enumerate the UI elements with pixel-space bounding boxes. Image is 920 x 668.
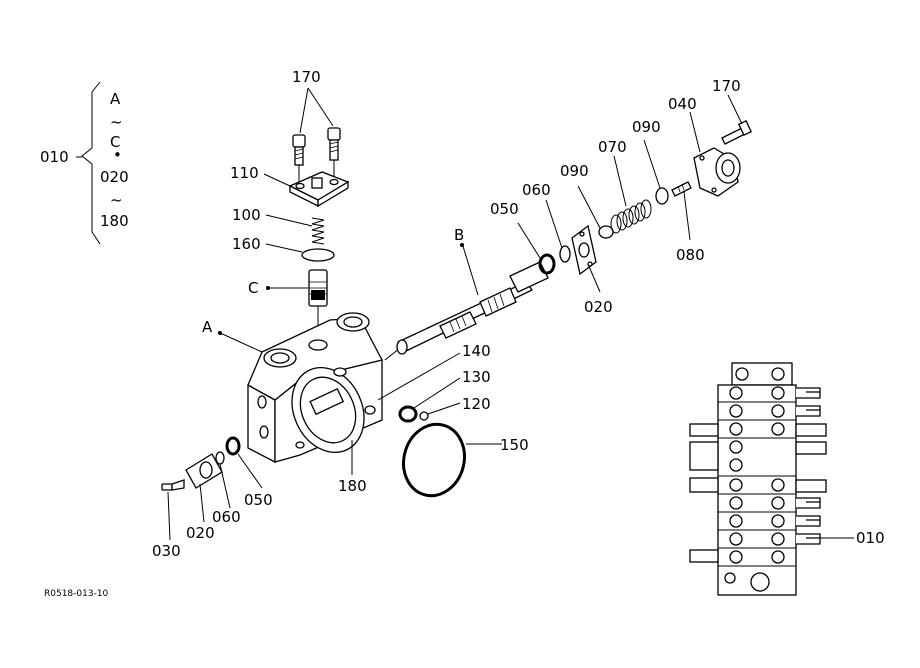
bolt-170-left	[292, 134, 306, 166]
side-seals	[398, 405, 466, 498]
plug-C	[308, 269, 328, 307]
bolt-170-right-end	[721, 120, 753, 145]
legend-line-2: C	[110, 133, 120, 151]
label-140: 140	[462, 342, 491, 360]
label-120: 120	[462, 395, 491, 413]
spring-100	[311, 217, 325, 245]
legend-group: 010 A ~ C • 020 ~ 180	[40, 81, 129, 245]
o-ring-050-left	[225, 436, 241, 456]
label-170-right: 170	[712, 77, 741, 95]
valve-stack-overview	[689, 362, 854, 596]
legend-line-1: A	[110, 90, 121, 108]
label-A: A	[202, 318, 213, 336]
label-090-left: 090	[560, 162, 589, 180]
washer-060-left	[215, 451, 225, 465]
legend-line-3: 020	[100, 168, 129, 186]
legend-tilde-2: ~	[110, 191, 123, 209]
drawing-code: R0518-013-10	[44, 589, 109, 599]
o-ring-150	[402, 422, 466, 498]
label-070: 070	[598, 138, 627, 156]
label-020-left: 020	[186, 524, 215, 542]
label-170-top: 170	[292, 68, 321, 86]
legend-line-4: 180	[100, 212, 129, 230]
o-ring-130	[398, 405, 418, 423]
ball-120	[419, 411, 429, 421]
o-ring-160	[301, 248, 335, 262]
left-seal-parts	[161, 436, 241, 491]
label-030: 030	[152, 542, 181, 560]
cover-plate-110	[288, 171, 350, 208]
label-110: 110	[230, 164, 259, 182]
label-150: 150	[500, 436, 529, 454]
o-ring-050	[538, 253, 556, 275]
spool-B	[384, 242, 549, 361]
bolt-080	[671, 181, 692, 197]
label-050-left: 050	[244, 491, 273, 509]
legend-tilde-1: ~	[110, 113, 123, 131]
label-050-right: 050	[490, 200, 519, 218]
label-100: 100	[232, 206, 261, 224]
label-090-right: 090	[632, 118, 661, 136]
label-060-left: 060	[212, 508, 241, 526]
legend-group-label: 010	[40, 148, 69, 166]
washer-060	[559, 245, 571, 263]
label-040: 040	[668, 95, 697, 113]
spring-070	[610, 199, 652, 234]
bolt-170-right	[327, 127, 341, 161]
part-labels: 170 170 110 100 160 C A B 050 060 090 07…	[152, 68, 885, 560]
label-160: 160	[232, 235, 261, 253]
seat-090-left	[598, 225, 614, 239]
legend-dot: •	[113, 146, 122, 164]
label-060-right: 060	[522, 181, 551, 199]
valve-body-A	[247, 312, 383, 475]
top-cap-assembly	[288, 87, 350, 340]
label-080: 080	[676, 246, 705, 264]
stack-body	[717, 384, 797, 596]
label-020-right: 020	[584, 298, 613, 316]
label-B: B	[454, 226, 464, 244]
legend-bracket	[81, 81, 101, 245]
cap-040	[693, 147, 741, 197]
bolt-030	[161, 479, 185, 491]
label-130: 130	[462, 368, 491, 386]
label-C: C	[248, 279, 258, 297]
label-010-right: 010	[856, 529, 885, 547]
label-180: 180	[338, 477, 367, 495]
seat-090-right	[655, 187, 669, 205]
spool-end-parts	[538, 120, 753, 276]
leader-lines	[167, 94, 743, 541]
